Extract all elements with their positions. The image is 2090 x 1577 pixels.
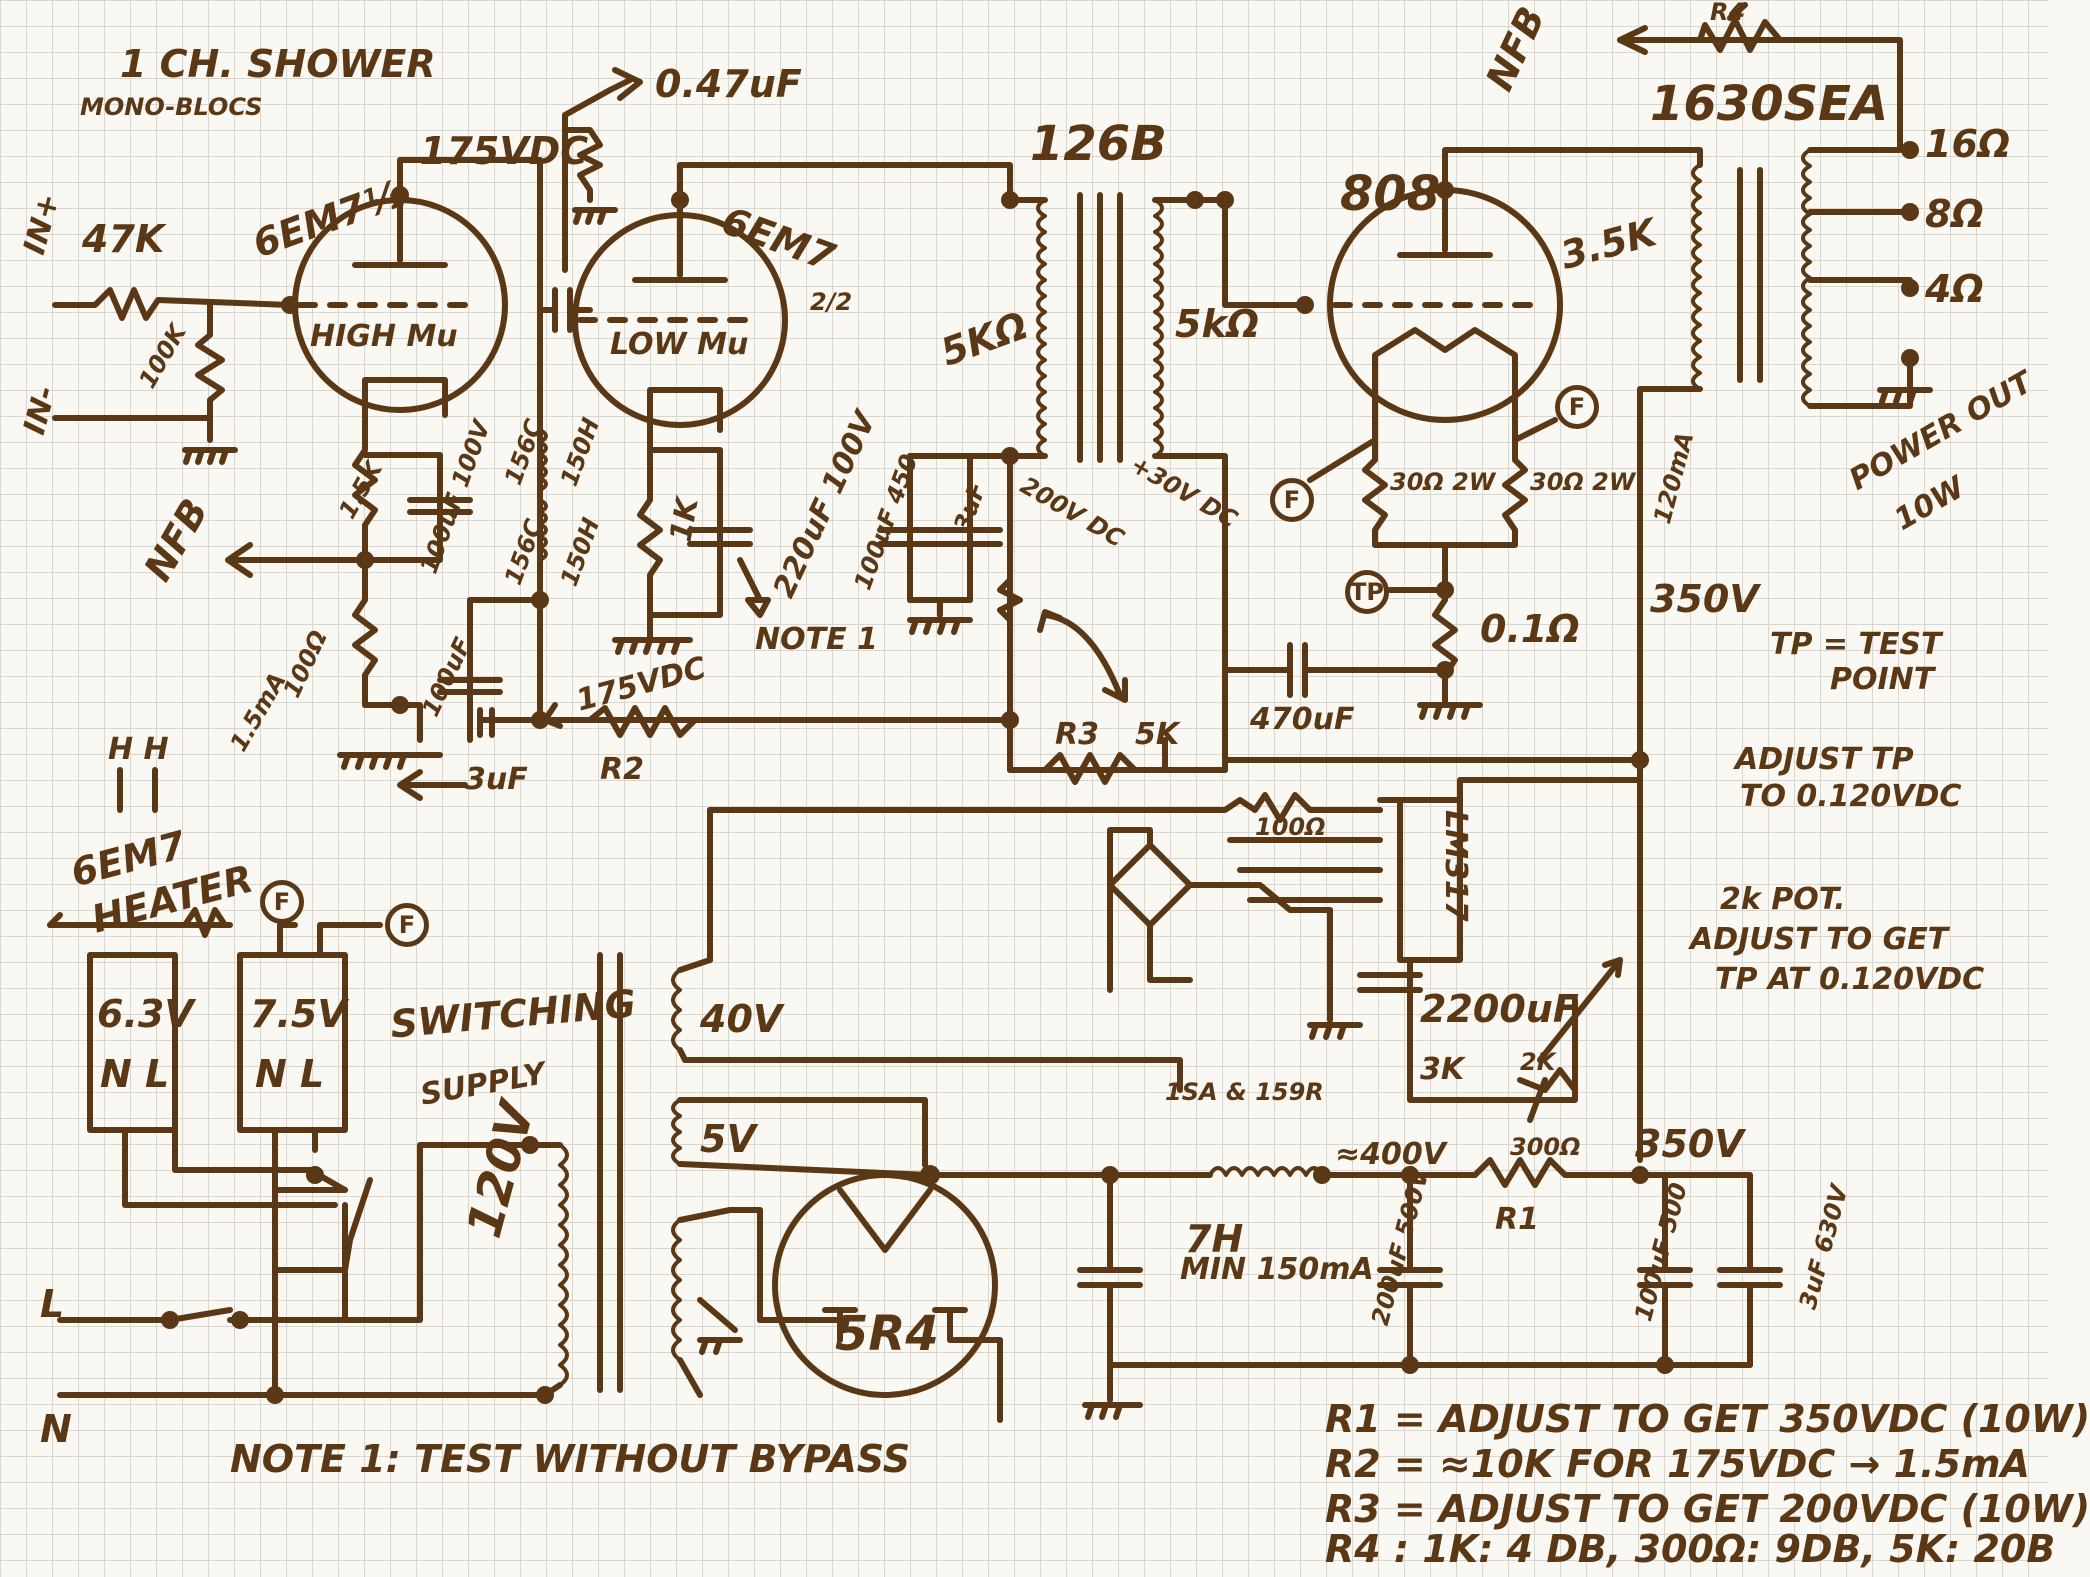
input-resistor-label: 47K bbox=[82, 217, 165, 261]
heater-xfmr2-nl: N L bbox=[255, 1052, 325, 1096]
interstage-model-label: 126B bbox=[1030, 116, 1167, 172]
plate-voltage-label: 350V bbox=[1650, 577, 1759, 621]
hv-filter bbox=[1077, 751, 1783, 1420]
r3-value-label: 5K bbox=[1135, 717, 1180, 752]
stage1-supply-filter bbox=[437, 591, 1013, 743]
pot-note-line2: ADJUST TO GET bbox=[1690, 922, 1949, 957]
stage1-cathode-network bbox=[225, 412, 473, 770]
stage2-cathode-resistor-label: 1K bbox=[663, 495, 706, 545]
coupling-cap-label: 0.47uF bbox=[655, 62, 802, 106]
coupling-chokes bbox=[537, 67, 643, 603]
choke-spec-label: MIN 150mA bbox=[1180, 1252, 1374, 1287]
cathode-bypass-label: 470uF bbox=[1250, 702, 1355, 737]
heater-xfmr2-voltage: 7.5V bbox=[250, 992, 347, 1036]
choke-voltage-label: ≈400V bbox=[1335, 1137, 1446, 1172]
note1-ref-label: NOTE 1 bbox=[755, 622, 878, 657]
pot-note-line3: TP AT 0.120VDC bbox=[1715, 962, 1985, 997]
pot-note-line1: 2k POT. bbox=[1720, 882, 1846, 917]
tap-8-label: 8Ω bbox=[1925, 192, 1984, 236]
r2-label: R2 bbox=[600, 752, 644, 787]
power-transformer bbox=[527, 952, 1183, 1398]
stage1-plate-voltage: 175VDC bbox=[420, 129, 589, 173]
r1-value-label: 300Ω bbox=[1510, 1133, 1581, 1161]
note1-text: NOTE 1: TEST WITHOUT BYPASS bbox=[230, 1437, 911, 1481]
bias-supply bbox=[877, 453, 1168, 785]
output-filament-network bbox=[1222, 392, 1643, 763]
stage1-supply-cap-label: 3uF bbox=[465, 762, 528, 797]
hv-output-voltage: 350V bbox=[1635, 1122, 1744, 1166]
schematic-drawing bbox=[47, 2, 1933, 1423]
filament-terminal-right: F bbox=[1555, 385, 1599, 429]
regulator-resistor-label: 100Ω bbox=[1255, 813, 1326, 841]
tp-note-line2: POINT bbox=[1830, 662, 1935, 697]
heater-section bbox=[47, 767, 554, 1404]
stage2-mu-label: LOW Mu bbox=[610, 327, 749, 362]
filament-resistor1-label: 30Ω 2W bbox=[1390, 468, 1496, 496]
r4-label: R4 bbox=[1710, 0, 1746, 26]
title-line1: 1 CH. SHOWER bbox=[120, 42, 436, 86]
choke-label: 7H bbox=[1185, 1217, 1244, 1261]
psu-secondary-5v: 5V bbox=[700, 1117, 756, 1161]
bridge-label: 1SA & 159R bbox=[1165, 1078, 1324, 1106]
stage1-mu-label: HIGH Mu bbox=[310, 319, 458, 354]
r3-label: R3 bbox=[1055, 717, 1099, 752]
rectifier-5r4 bbox=[757, 1165, 1113, 1423]
regulator-label: LM317 bbox=[1438, 810, 1473, 922]
r1-label: R1 bbox=[1495, 1202, 1539, 1237]
tap-16-label: 16Ω bbox=[1925, 122, 2011, 166]
output-transformer bbox=[1617, 2, 1933, 1163]
rectifier-label: 5R4 bbox=[835, 1306, 939, 1362]
legend-r2: R2 = ≈10K FOR 175VDC → 1.5mA bbox=[1325, 1442, 2030, 1486]
heater-fil-terminal-1: F bbox=[260, 880, 304, 924]
stage2-cathode-network bbox=[612, 427, 771, 655]
legend-r3: R3 = ADJUST TO GET 200VDC (10W) bbox=[1325, 1487, 2090, 1531]
tube-6em7-high-mu bbox=[292, 157, 543, 418]
interstage-secondary-label: 5kΩ bbox=[1175, 302, 1260, 346]
test-point-marker: TP bbox=[1345, 570, 1389, 614]
adjust-note-line1: ADJUST TP bbox=[1735, 742, 1914, 777]
tap-4-label: 4Ω bbox=[1925, 267, 1984, 311]
sense-resistor-label: 0.1Ω bbox=[1480, 607, 1580, 651]
regulator-cap-label: 2200uF bbox=[1420, 987, 1579, 1031]
adjust-note-line2: TO 0.120VDC bbox=[1740, 779, 1962, 814]
input-wiring bbox=[52, 287, 299, 465]
heater-fil-terminal-2: F bbox=[385, 903, 429, 947]
regulator-adj-resistor: 3K bbox=[1420, 1052, 1465, 1087]
regulator-section bbox=[707, 757, 1643, 1123]
heater-hh-label: H H bbox=[108, 732, 169, 767]
regulator-pot-label: 2K bbox=[1520, 1048, 1556, 1076]
stage2-unit-label: 2/2 bbox=[810, 288, 853, 316]
tube-6em7-low-mu bbox=[572, 162, 1019, 433]
legend-r1: R1 = ADJUST TO GET 350VDC (10W) bbox=[1325, 1397, 2090, 1441]
filament-terminal-left: F bbox=[1270, 478, 1314, 522]
heater-xfmr1-nl: N L bbox=[100, 1052, 170, 1096]
mains-line-label: L bbox=[40, 1282, 65, 1326]
legend-r4: R4 : 1K: 4 DB, 300Ω: 9DB, 5K: 20B bbox=[1325, 1527, 2056, 1571]
mains-neutral-label: N bbox=[40, 1407, 72, 1451]
tube-808 bbox=[1222, 147, 1703, 423]
title-line2: MONO-BLOCS bbox=[80, 93, 263, 121]
output-xfmr-model: 1630SEA bbox=[1650, 76, 1889, 132]
heater-xfmr1-voltage: 6.3V bbox=[97, 992, 194, 1036]
graph-paper-sheet bbox=[0, 0, 2048, 1577]
psu-secondary-40v: 40V bbox=[700, 997, 783, 1041]
tp-note-line1: TP = TEST bbox=[1770, 627, 1942, 662]
output-tube-label: 808 bbox=[1340, 166, 1441, 222]
filament-resistor2-label: 30Ω 2W bbox=[1530, 468, 1636, 496]
